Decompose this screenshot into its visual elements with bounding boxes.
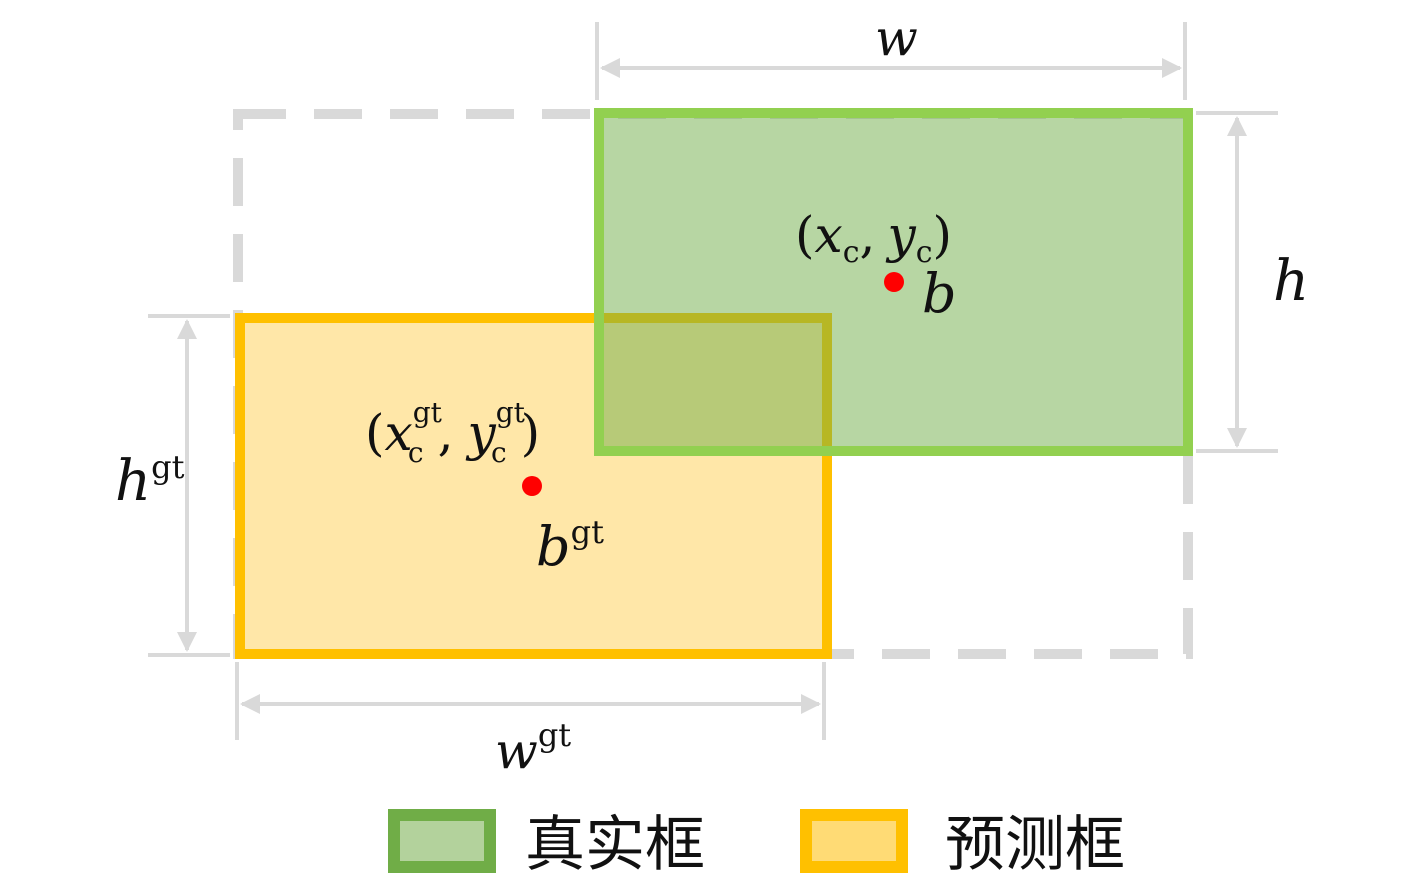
- legend-swatch-predicted: [800, 809, 908, 873]
- center-point-b-gt: [522, 476, 542, 496]
- gt-width-dimension: [235, 662, 826, 740]
- label-b-gt: bgt: [536, 513, 604, 578]
- legend-label-predicted: 预测框: [945, 810, 1125, 875]
- gt-height-dimension: [148, 314, 230, 657]
- legend-label-ground-truth: 真实框: [525, 810, 705, 875]
- label-w-gt: wgt: [495, 716, 571, 780]
- center-point-b: [884, 272, 904, 292]
- label-w: w: [875, 9, 918, 67]
- legend-swatch-ground-truth: [388, 809, 496, 873]
- width-dimension: [595, 22, 1187, 100]
- label-h-gt: hgt: [115, 448, 185, 514]
- legend: 真实框 预测框: [388, 809, 1125, 875]
- height-dimension: [1196, 111, 1278, 453]
- label-b: b: [922, 262, 957, 325]
- label-h: h: [1273, 249, 1309, 314]
- label-center-b: (xc,yc): [795, 206, 952, 270]
